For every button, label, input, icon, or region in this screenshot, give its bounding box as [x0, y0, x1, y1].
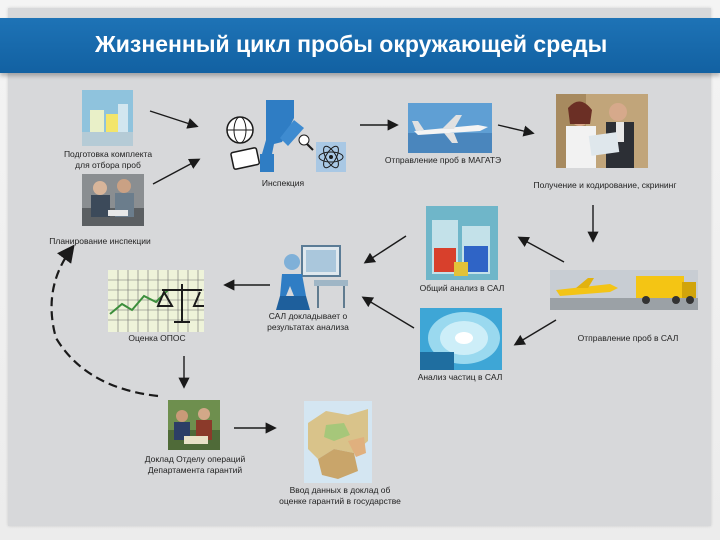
label-shipping-nwal: Отправление проб в САЛ	[564, 333, 692, 344]
arrow-bulk-to-report	[366, 236, 406, 262]
arrow-iaea-to-receipt	[498, 125, 532, 133]
arrow-dashed-loop	[52, 248, 158, 396]
diagram-panel: Подготовка комплекта для отбора проб Инс…	[8, 8, 711, 526]
label-receipt: Получение и кодирование, скрининг	[520, 180, 690, 191]
label-state-evaluation: Ввод данных в доклад об оценке гарантий …	[266, 485, 414, 507]
label-bulk-analysis: Общий анализ в САЛ	[408, 283, 516, 294]
label-prep-kit: Подготовка комплекта для отбора проб	[52, 149, 164, 171]
label-planning: Планирование инспекции	[38, 236, 162, 247]
flow-arrows	[8, 8, 711, 526]
label-shipping-iaea: Отправление проб в МАГАТЭ	[378, 155, 508, 166]
arrow-shipping-to-particle	[516, 320, 556, 344]
label-evaluation: Оценка ОПОС	[122, 333, 192, 344]
label-particle-analysis: Анализ частиц в САЛ	[406, 372, 514, 383]
arrow-prep-to-inspection	[150, 111, 196, 126]
arrow-shipping-to-bulk	[520, 238, 564, 262]
label-inspection: Инспекция	[248, 178, 318, 189]
page-title: Жизненный цикл пробы окружающей среды	[95, 31, 607, 58]
title-bar: Жизненный цикл пробы окружающей среды	[0, 18, 720, 73]
label-ops-report: Доклад Отделу операций Департамента гара…	[132, 454, 258, 476]
arrow-particle-to-report	[364, 298, 414, 328]
label-nwal-report: САЛ докладывает о результатах анализа	[256, 311, 360, 333]
